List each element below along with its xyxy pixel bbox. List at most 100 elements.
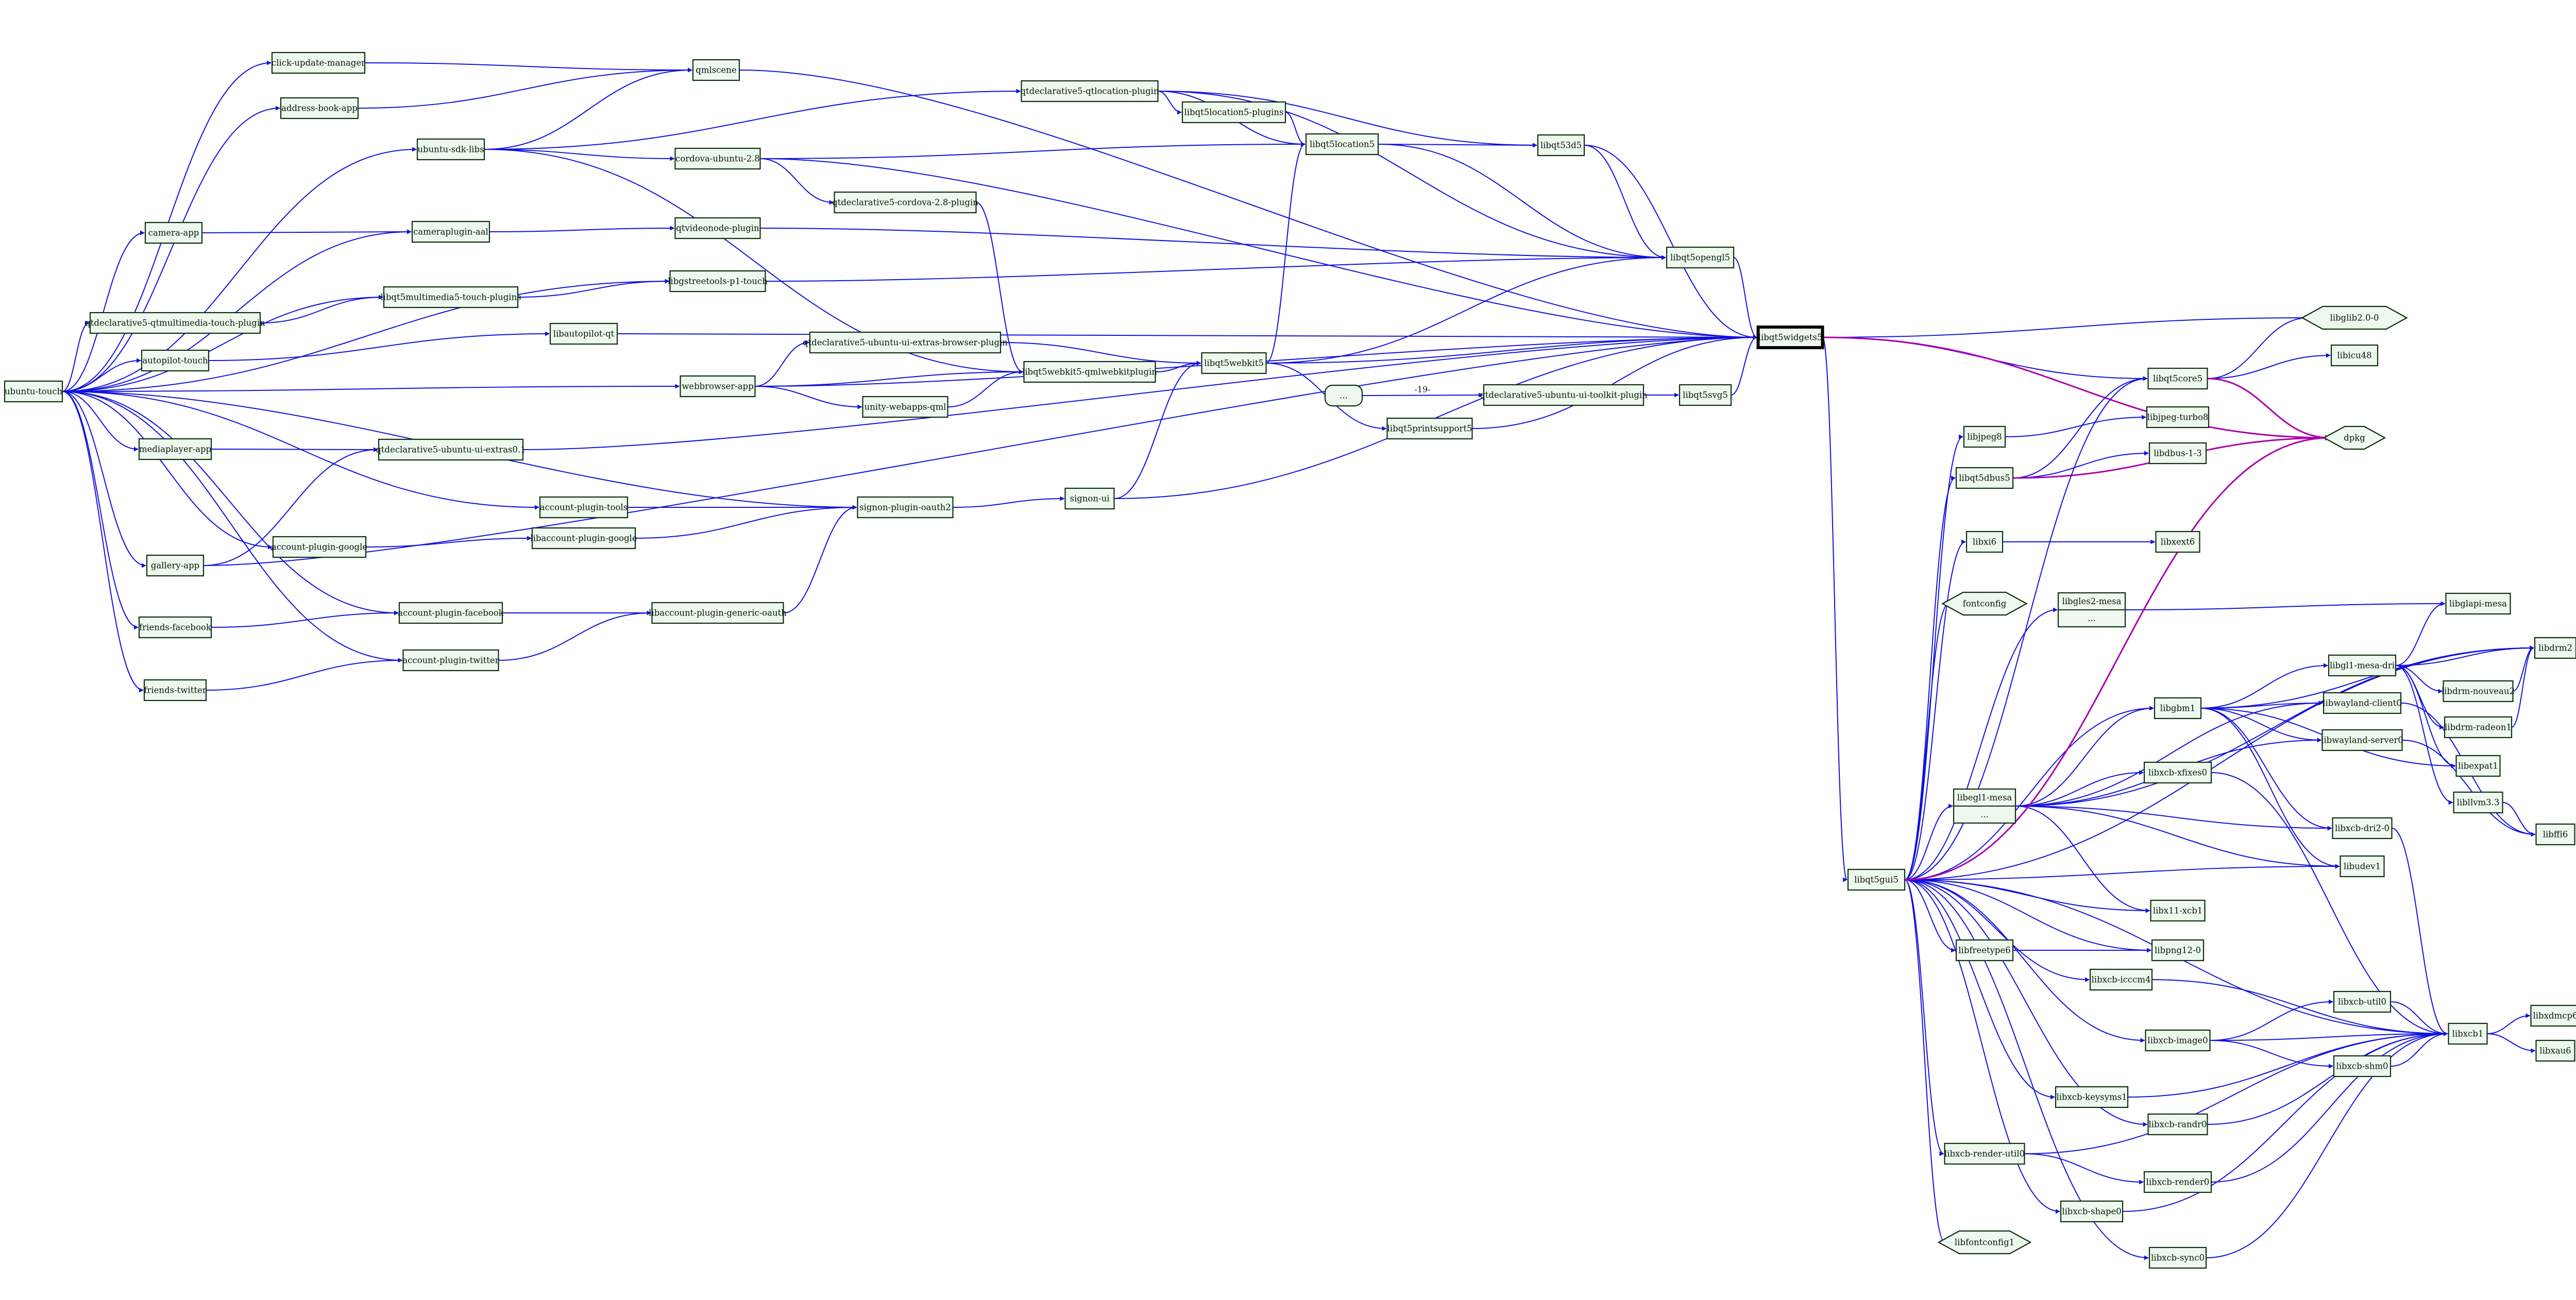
node-libqt5svg5[interactable]: libqt5svg5 [1679, 384, 1732, 406]
node-libgbm1[interactable]: libgbm1 [2154, 697, 2202, 720]
node-qtdeclarative5-ubuntu-ui-extras0.1[interactable]: qtdeclarative5-ubuntu-ui-extras0.1 [376, 438, 526, 461]
edge-libautopilot-qt-to-libqt5widgets5 [617, 333, 1758, 340]
node-libgl1-mesa-dri[interactable]: libgl1-mesa-dri [2328, 654, 2397, 677]
node-libaccount-plugin-google[interactable]: libaccount-plugin-google [530, 527, 637, 550]
node-shape [89, 312, 261, 334]
node-libxcb-sync0[interactable]: libxcb-sync0 [2148, 1246, 2207, 1269]
node-qtdeclarative5-qtlocation-plugin[interactable]: qtdeclarative5-qtlocation-plugin [1020, 80, 1159, 102]
node-unity-webapps-qml[interactable]: unity-webapps-qml [862, 396, 948, 418]
node-libautopilot-qt[interactable]: libautopilot-qt [549, 322, 618, 345]
node-gallery-app[interactable]: gallery-app [146, 554, 205, 577]
node-fontconfig[interactable]: fontconfig [1941, 591, 2028, 616]
node-libfontconfig1[interactable]: libfontconfig1 [1937, 1230, 2032, 1255]
node-libxdmcp6[interactable]: libxdmcp6 [2530, 1004, 2576, 1027]
node-libqt5gui5[interactable]: libqt5gui5 [1847, 868, 1906, 891]
node-camera-app[interactable]: camera-app [144, 221, 203, 244]
node-address-book-app[interactable]: address-book-app [280, 97, 359, 119]
node-libqt5printsupport5[interactable]: libqt5printsupport5 [1386, 417, 1473, 440]
node-libexpat1[interactable]: libexpat1 [2455, 755, 2501, 777]
node-libgles2-mesa[interactable]: libgles2-mesa... [2057, 592, 2126, 628]
node-libxcb-dri2-0[interactable]: libxcb-dri2-0 [2332, 817, 2393, 840]
node-libxcb-xfixes0[interactable]: libxcb-xfixes0 [2143, 761, 2212, 784]
node-libwayland-server0[interactable]: libwayland-server0 [2321, 729, 2403, 751]
edge-account-plugin-google-to-libaccount-plugin-google [365, 536, 532, 548]
node-libglapi-mesa[interactable]: libglapi-mesa [2445, 592, 2511, 615]
node-signon-ui[interactable]: signon-ui [1064, 487, 1115, 510]
node-cordova-ubuntu-2.8[interactable]: cordova-ubuntu-2.8 [674, 147, 761, 170]
node-libxi6[interactable]: libxi6 [1965, 531, 2004, 553]
node-account-plugin-tools[interactable]: account-plugin-tools [539, 496, 629, 519]
node-libqt5opengl5[interactable]: libqt5opengl5 [1666, 246, 1735, 269]
node-qtdeclarative5-cordova-2.8-plugin[interactable]: qtdeclarative5-cordova-2.8-plugin [832, 191, 978, 214]
node-libxcb-keysyms1[interactable]: libxcb-keysyms1 [2055, 1086, 2129, 1108]
node-libgstvideo-p1-touch[interactable]: libgstreetools-p1-touch [668, 270, 768, 293]
node-libqt5core5[interactable]: libqt5core5 [2147, 367, 2208, 390]
node-ubuntu-sdk-libs[interactable]: ubuntu-sdk-libs [416, 138, 485, 161]
node-libxcb1[interactable]: libxcb1 [2448, 1022, 2488, 1045]
node-friends-facebook[interactable]: friends-facebook [138, 616, 212, 639]
node-libqt5dbus5[interactable]: libqt5dbus5 [1955, 467, 2014, 489]
node-libwayland-client0[interactable]: libwayland-client0 [2323, 692, 2402, 714]
node-libdrm2[interactable]: libdrm2 [2534, 637, 2576, 659]
node-libglib2.0-0[interactable]: libglib2.0-0 [2301, 305, 2408, 330]
node-libqt5webkit5[interactable]: libqt5webkit5 [1201, 352, 1267, 374]
node-libxcb-util0[interactable]: libxcb-util0 [2333, 990, 2392, 1013]
node-libxcb-randr0[interactable]: libxcb-randr0 [2147, 1113, 2208, 1136]
node-libxcb-icccm4[interactable]: libxcb-icccm4 [2089, 968, 2153, 991]
node-libxcb-image0[interactable]: libxcb-image0 [2145, 1029, 2211, 1052]
node-libqt5multimedia5-touch-plugins[interactable]: libqt5multimedia5-touch-plugins [380, 286, 521, 309]
node-libaccount-plugin-generic-oauth[interactable]: libaccount-plugin-generic-oauth [649, 602, 787, 624]
node-account-plugin-twitter[interactable]: account-plugin-twitter [402, 649, 499, 672]
node-libdbus-1-3[interactable]: libdbus-1-3 [2148, 442, 2207, 465]
node-libpng12-0[interactable]: libpng12-0 [2151, 939, 2205, 962]
node-libqt5webkit5-qmlwebkitplugin[interactable]: libqt5webkit5-qmlwebkitplugin [1022, 361, 1157, 383]
node-libfreetype6[interactable]: libfreetype6 [1955, 939, 2014, 962]
node-libxcb-shm0[interactable]: libxcb-shm0 [2333, 1055, 2392, 1077]
node-libffi6[interactable]: libffi6 [2535, 823, 2575, 846]
node-signon-plugin-oauth2[interactable]: signon-plugin-oauth2 [857, 496, 954, 519]
node-qmlscene[interactable]: qmlscene [692, 59, 740, 81]
node-qtdeclarative5-ubuntu-ui-toolkit-plugin[interactable]: qtdeclarative5-ubuntu-ui-toolkit-plugin [1480, 384, 1648, 406]
node-shape [2301, 305, 2408, 330]
node-libxau6[interactable]: libxau6 [2535, 1039, 2575, 1062]
node-mediaplayer-app[interactable]: mediaplayer-app [138, 438, 212, 460]
node-dpkg[interactable]: dpkg [2323, 425, 2386, 450]
node-libicu48[interactable]: libicu48 [2330, 344, 2379, 367]
node-friends-twitter[interactable]: friends-twitter [143, 679, 207, 702]
node-ubuntu-touch[interactable]: ubuntu-touch [4, 380, 63, 403]
node-libjpeg-turbo8[interactable]: libjpeg-turbo8 [2146, 406, 2210, 429]
node-account-plugin-google[interactable]: account-plugin-google [272, 536, 367, 558]
edge-ubuntu-sdk-libs-to-qmlscene [484, 67, 692, 150]
node-libqt53d5[interactable]: libqt53d5 [1537, 134, 1585, 157]
node-libxcb-render0[interactable]: libxcb-render0 [2143, 1171, 2212, 1193]
node-cameraplugin-aal[interactable]: cameraplugin-aal [411, 220, 490, 243]
node-libjpeg8[interactable]: libjpeg8 [1963, 425, 2006, 448]
node-libegl1-mesa[interactable]: libegl1-mesa... [1953, 788, 2016, 824]
node-webbrowser-app[interactable]: webbrowser-app [680, 375, 756, 398]
node-libqt5location5[interactable]: libqt5location5 [1305, 133, 1379, 156]
edge-libegl1-mesa-to-libxcb-xfixes0 [2015, 770, 2144, 807]
edge-address-book-app-to-qmlscene [358, 67, 692, 109]
edge-qtdeclarative5-cordova-2.8-plugin-to-libqt5webkit5-qmlwebkitplugin [976, 202, 1024, 374]
node-shape [1965, 531, 2004, 553]
node-account-plugin-facebook[interactable]: account-plugin-facebook [398, 602, 504, 624]
node-libxcb-render-util0[interactable]: libxcb-render-util0 [1944, 1142, 2025, 1165]
node-qtdeclarative5-ubuntu-ui-extras-browser-plugin[interactable]: qtdeclarative5-ubuntu-ui-extras-browser-… [803, 331, 1008, 354]
node-autopilot-touch[interactable]: autopilot-touch [141, 349, 210, 372]
node-libxcb-shape0[interactable]: libxcb-shape0 [2060, 1200, 2124, 1223]
node-qtdeclarative5-qtmultimedia-touch-plugin[interactable]: qtdeclarative5-qtmultimedia-touch-plugin [85, 312, 265, 334]
node-libdrm-radeon1[interactable]: libdrm-radeon1 [2444, 716, 2513, 739]
node-libxext6[interactable]: libxext6 [2155, 531, 2200, 553]
edge-libxcb-dri2-0-to-libxcb1 [2392, 828, 2448, 1036]
node-libllvm3.3[interactable]: libllvm3.3 [2453, 791, 2503, 814]
node-libdrm-nouveau2[interactable]: libdrm-nouveau2 [2442, 680, 2515, 703]
edge-ubuntu-sdk-libs-to-cordova-ubuntu-2.8 [484, 149, 675, 161]
node-libqt5widgets5[interactable]: libqt5widgets5 [1756, 326, 1824, 349]
node-libqt5location5-plugins[interactable]: libqt5location5-plugins [1181, 101, 1286, 124]
node-qtvideonode-plugin[interactable]: qtvideonode-plugin [674, 217, 761, 240]
node-libx11-xcb1[interactable]: libx11-xcb1 [2150, 899, 2206, 922]
node-click-update-manager[interactable]: click-update-manager [271, 52, 365, 74]
node-more[interactable]: ... [1324, 384, 1363, 407]
node-libudev1[interactable]: libudev1 [2340, 855, 2385, 878]
